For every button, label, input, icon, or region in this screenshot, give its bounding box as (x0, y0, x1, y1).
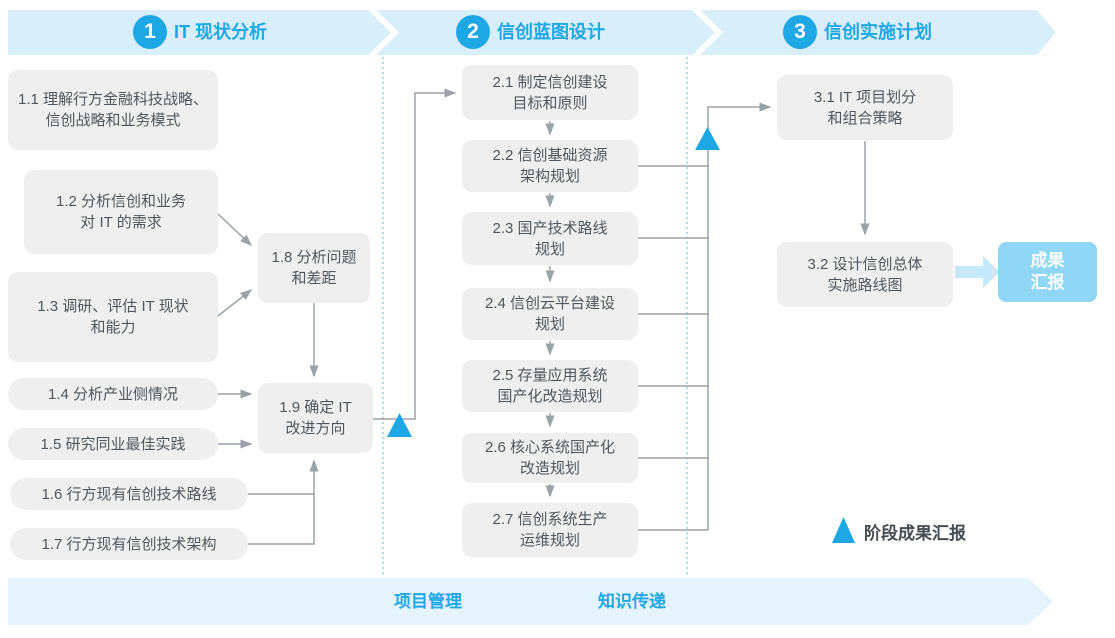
legend-label: 阶段成果汇报 (864, 524, 966, 543)
task-box-1-4: 1.4 分析产业侧情况 (8, 378, 218, 410)
phase1-title: IT 现状分析 (174, 22, 267, 42)
phase3-title: 信创实施计划 (824, 22, 932, 42)
stage-report-triangle-2-icon (695, 127, 720, 150)
task-box-2-4: 2.4 信创云平台建设 规划 (462, 288, 638, 340)
legend-triangle-icon (832, 517, 855, 543)
task-box-1-8: 1.8 分析问题 和差距 (258, 233, 370, 303)
result-arrow-icon (955, 256, 1000, 288)
task-box-1-1: 1.1 理解行方金融科技战略、 信创战略和业务模式 (8, 70, 218, 150)
footer-banner-arrow (8, 578, 1053, 625)
phase1-number-badge: 1 (133, 15, 167, 49)
task-box-2-7: 2.7 信创系统生产 运维规划 (462, 503, 638, 557)
task-box-1-2: 1.2 分析信创和业务 对 IT 的需求 (24, 170, 218, 254)
footer-label-project-management: 项目管理 (394, 592, 462, 611)
phase3-number-badge: 3 (783, 15, 817, 49)
result-report-box: 成果 汇报 (998, 242, 1097, 302)
task-box-2-6: 2.6 核心系统国产化 改造规划 (462, 433, 638, 483)
phase2-number-badge: 2 (456, 15, 490, 49)
task-box-1-6: 1.6 行方现有信创技术路线 (10, 478, 248, 510)
phase1-banner-arrow (8, 10, 391, 55)
task-box-2-2: 2.2 信创基础资源 架构规划 (462, 140, 638, 192)
task-box-3-1: 3.1 IT 项目划分 和组合策略 (777, 75, 953, 140)
footer-label-knowledge-transfer: 知识传递 (598, 592, 666, 611)
task-box-3-2: 3.2 设计信创总体 实施路线图 (777, 242, 953, 307)
task-box-1-3: 1.3 调研、评估 IT 现状 和能力 (8, 272, 218, 362)
task-box-1-7: 1.7 行方现有信创技术架构 (10, 528, 248, 560)
task-box-2-5: 2.5 存量应用系统 国产化改造规划 (462, 360, 638, 412)
stage-report-triangle-1-icon (387, 413, 412, 437)
task-box-2-3: 2.3 国产技术路线 规划 (462, 212, 638, 265)
flow-connectors (217, 88, 870, 545)
task-box-1-9: 1.9 确定 IT 改进方向 (258, 383, 373, 453)
task-box-1-5: 1.5 研究同业最佳实践 (8, 428, 218, 460)
task-box-2-1: 2.1 制定信创建设 目标和原则 (462, 65, 638, 120)
phase2-title: 信创蓝图设计 (497, 22, 605, 42)
